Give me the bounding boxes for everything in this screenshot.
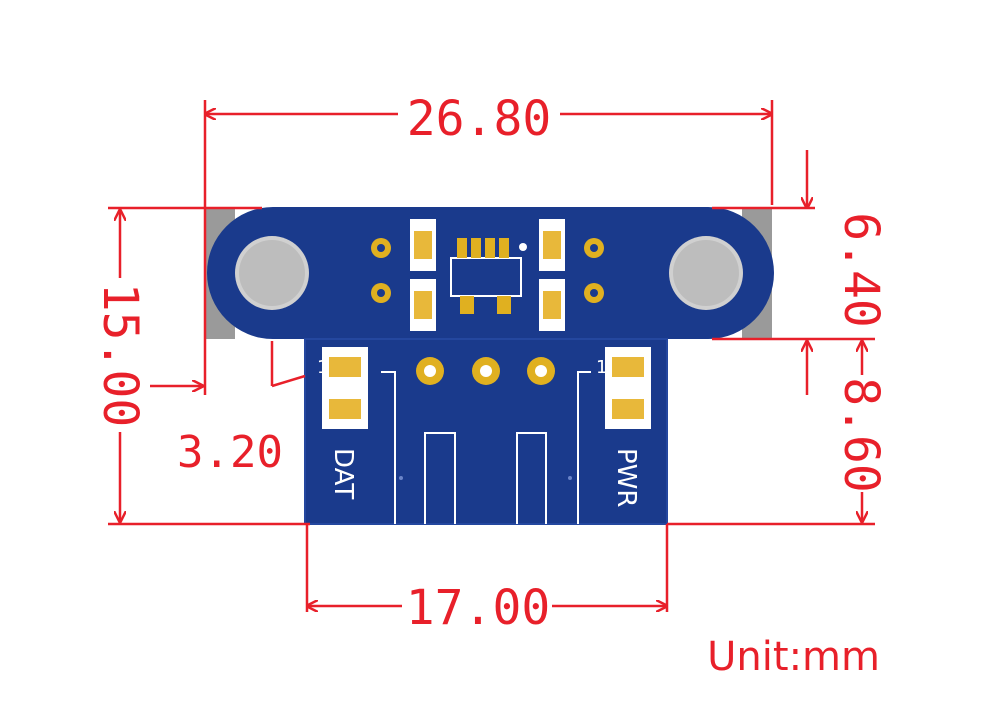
dim-tab-height: 6.40 [833,212,889,328]
dim-body-height: 8.60 [833,377,889,493]
dim-shoulder: 3.20 [177,427,283,478]
dim-total-width: 26.80 [407,91,552,147]
mount-hole-left-inner [239,240,305,306]
dimension-lines [108,100,875,612]
pin1-label-right: 1 [596,357,607,378]
dim-total-height: 15.00 [92,283,148,428]
ic-footprint [450,238,527,314]
smd-side [322,347,651,429]
dim-body-width: 17.00 [406,580,551,636]
gold-pads-small [371,238,604,303]
silkscreen-frame [381,371,591,524]
mount-hole-right-inner [673,240,739,306]
pin1-label-left: 1 [317,357,328,378]
unit-note: Unit:mm [707,634,880,680]
pcb-board: 1 1 DAT PWR [205,207,774,525]
smd-components [410,219,565,331]
mounting-tab [207,207,774,339]
pwr-label: PWR [611,448,641,507]
header-pins [416,357,555,385]
dat-label: DAT [328,448,358,499]
body-rim [304,338,668,525]
